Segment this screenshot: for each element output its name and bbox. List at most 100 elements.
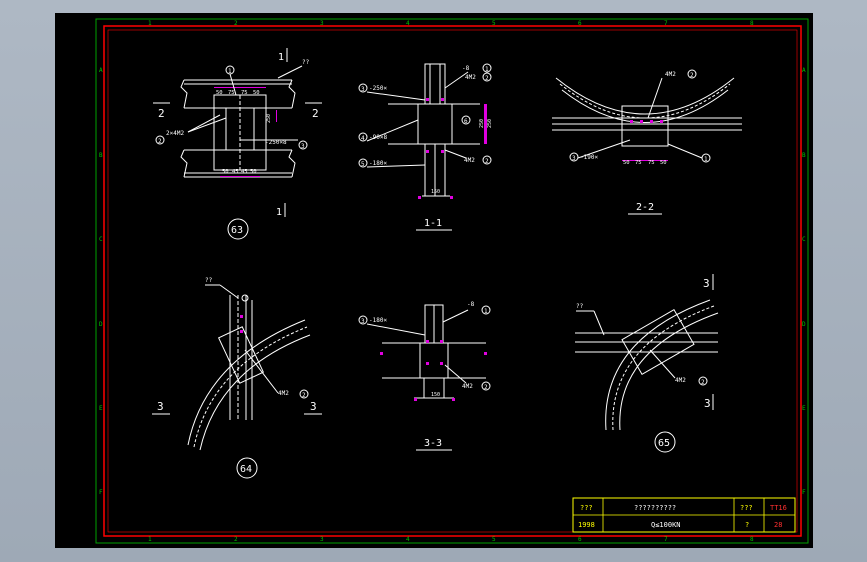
row-letter: E bbox=[99, 405, 103, 412]
leader-line bbox=[444, 149, 467, 159]
column-markers-top: 1 2 3 4 5 6 7 8 bbox=[148, 20, 754, 27]
dim-mark bbox=[452, 398, 455, 401]
dim-text: 75 bbox=[635, 160, 642, 166]
section-1-1: 150 250 250 3 -250× 4 -90×8 5 -180× -8 1… bbox=[358, 63, 493, 231]
section-title: 1-1 bbox=[424, 218, 442, 229]
leader-line bbox=[442, 309, 469, 323]
leader-line bbox=[667, 143, 703, 159]
curved-beam-outer bbox=[187, 319, 306, 446]
row-letter: B bbox=[802, 152, 806, 159]
balloon-text: 4 bbox=[361, 135, 365, 142]
detail-number-circle bbox=[654, 431, 676, 453]
label: 4M2 bbox=[464, 157, 475, 164]
detail-number: 63 bbox=[231, 225, 243, 236]
dim-mark bbox=[276, 110, 277, 122]
title-cell: 1998 bbox=[578, 521, 595, 529]
title-cell: ??? bbox=[580, 504, 593, 512]
detail-number-circle bbox=[227, 218, 249, 240]
row-markers-right: A B C D E F bbox=[802, 67, 806, 496]
dim-line bbox=[214, 87, 266, 88]
balloon bbox=[687, 69, 697, 79]
detail-number: 64 bbox=[240, 464, 252, 475]
balloon-text: 1 bbox=[704, 156, 708, 163]
dim-text: 45 bbox=[241, 169, 248, 175]
bolt bbox=[240, 330, 243, 333]
col-number: 5 bbox=[492, 536, 496, 543]
curved-beam-inner bbox=[561, 89, 729, 123]
weld-mark bbox=[441, 150, 444, 153]
label: 4M2 bbox=[465, 74, 476, 81]
break-line bbox=[180, 149, 188, 178]
balloon-text: 3 bbox=[301, 143, 305, 150]
balloon bbox=[569, 152, 579, 162]
connection-plate bbox=[621, 308, 695, 376]
bolt bbox=[660, 120, 663, 123]
balloon-text: 5 bbox=[361, 161, 365, 168]
balloon-text: 6 bbox=[464, 118, 468, 125]
weld-mark bbox=[441, 98, 444, 101]
title-cell: 28 bbox=[774, 521, 782, 529]
cut-mark-right: 3 bbox=[310, 400, 317, 413]
leader-line bbox=[366, 323, 426, 336]
section-title: 2-2 bbox=[636, 202, 654, 213]
curved-beam-center bbox=[193, 326, 308, 448]
plate-label: -250×8 bbox=[265, 139, 287, 146]
label: -250× bbox=[369, 85, 387, 92]
curved-beam-inner bbox=[619, 312, 719, 431]
note-top: ?? bbox=[302, 59, 310, 66]
bolt bbox=[630, 120, 633, 123]
curved-beam-center bbox=[559, 83, 731, 119]
connection-plate bbox=[217, 326, 265, 384]
connection-plate bbox=[621, 105, 669, 147]
note: ?? bbox=[576, 303, 584, 310]
col-number: 6 bbox=[578, 20, 582, 27]
balloon bbox=[461, 115, 471, 125]
leader-line bbox=[244, 349, 279, 394]
detail-number: 65 bbox=[658, 438, 670, 449]
label-left: -190× bbox=[580, 154, 598, 161]
curved-beam-center bbox=[612, 305, 715, 431]
balloon-text: 2 bbox=[485, 75, 489, 82]
title-cell: ?????????? bbox=[634, 504, 676, 512]
center-box bbox=[419, 342, 449, 379]
title-cell: ? bbox=[745, 521, 749, 529]
balloon-text: 2 bbox=[485, 158, 489, 165]
section-2-2: 50 75 75 50 3 -190× 4M2 2 1 2-2 bbox=[552, 69, 742, 215]
dim-mark bbox=[484, 352, 487, 355]
balloon bbox=[358, 315, 368, 325]
row-letter: E bbox=[802, 405, 806, 412]
note: ?? bbox=[205, 277, 213, 284]
curved-beam-outer bbox=[555, 77, 735, 115]
balloon bbox=[155, 135, 165, 145]
label: -180× bbox=[369, 160, 387, 167]
balloon-text: 2 bbox=[690, 72, 694, 79]
row-letter: D bbox=[802, 321, 806, 328]
side-dim: 250 bbox=[487, 119, 493, 128]
weld-mark bbox=[426, 340, 429, 343]
break-line bbox=[288, 149, 296, 178]
row-letter: A bbox=[802, 67, 806, 74]
label: -8 bbox=[462, 65, 470, 72]
cut-mark-1-bot: 1 bbox=[276, 207, 282, 218]
bolt-label: 4M2 bbox=[278, 390, 289, 397]
row-letter: C bbox=[802, 236, 806, 243]
balloon bbox=[241, 294, 249, 302]
dim-text: 45 bbox=[232, 169, 239, 175]
col-number: 4 bbox=[406, 20, 410, 27]
bolt bbox=[440, 362, 443, 365]
dim-mark bbox=[414, 398, 417, 401]
bottom-dim: 150 bbox=[431, 189, 440, 195]
leader-line bbox=[366, 91, 426, 101]
balloon-text: 3 bbox=[361, 318, 365, 325]
dim-line bbox=[220, 176, 260, 177]
col-number: 8 bbox=[750, 20, 754, 27]
weld-mark bbox=[426, 150, 429, 153]
bolt bbox=[426, 362, 429, 365]
label-right: -8 bbox=[467, 301, 475, 308]
leader-line bbox=[593, 310, 605, 336]
dim-mark bbox=[450, 196, 453, 199]
balloon bbox=[358, 158, 368, 168]
col-number: 4 bbox=[406, 536, 410, 543]
row-letter: B bbox=[99, 152, 103, 159]
